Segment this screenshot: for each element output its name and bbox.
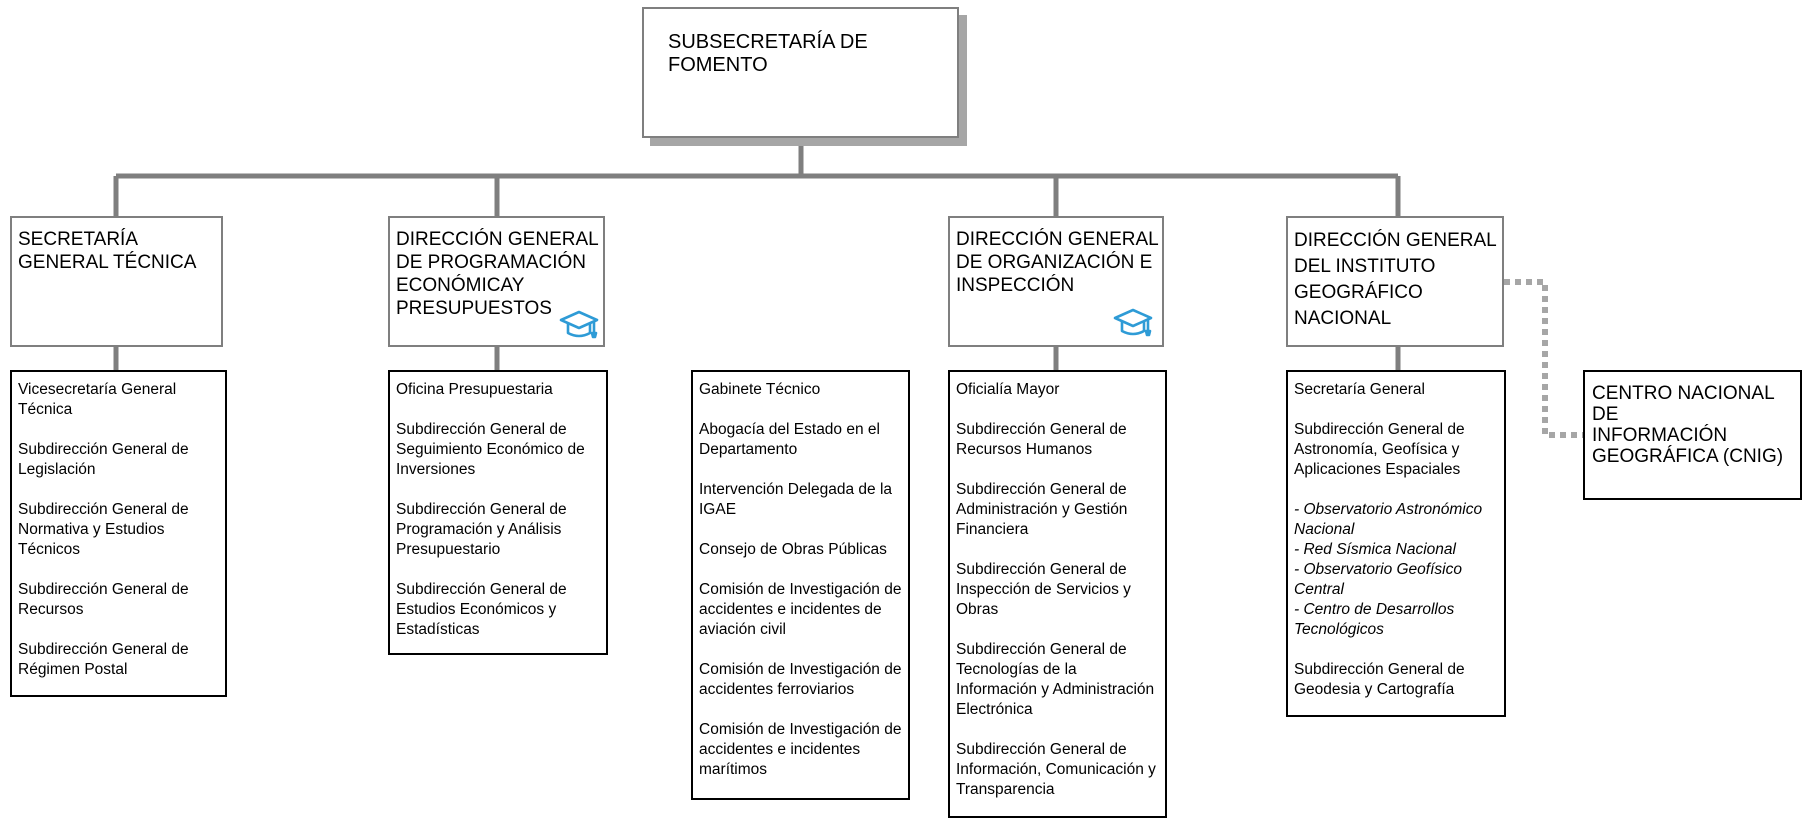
cnig-box: CENTRO NACIONAL DE INFORMACIÓN GEOGRÁFIC… [1583,370,1802,500]
directorate-title: DIRECCIÓN GENERAL DE PROGRAMACIÓN ECONÓM… [396,229,599,319]
sub-list-item: - Observatorio Astronómico Nacional [1294,501,1483,538]
units-list-ign: Secretaría General Subdirección General … [1286,370,1506,717]
units-list-programacion: Oficina Presupuestaria Subdirección Gene… [388,370,608,655]
list-item: Oficialía Mayor [956,381,1060,398]
list-item: Gabinete Técnico [699,381,821,398]
list-item: Oficina Presupuestaria [396,381,553,398]
list-item: Comisión de Investigación de accidentes … [699,661,902,698]
cabinet-units-list: Gabinete Técnico Abogacía del Estado en … [691,370,910,800]
sub-list-item: - Observatorio Geofísico Central [1294,561,1462,598]
list-item: Subdirección General de Seguimiento Econ… [396,421,585,478]
sub-list-item: - Red Sísmica Nacional [1294,541,1456,558]
sub-units-list: - Observatorio Astronómico Nacional - Re… [1294,500,1498,640]
graduation-cap-icon [559,310,599,339]
directorate-box-organizacion: DIRECCIÓN GENERAL DE ORGANIZACIÓN E INSP… [948,216,1164,347]
list-item: Subdirección General de Tecnologías de l… [956,641,1155,718]
list-item: Subdirección General de Astronomía, Geof… [1294,421,1465,478]
list-item: Subdirección General de Régimen Postal [18,641,189,678]
list-item: Subdirección General de Estudios Económi… [396,581,567,638]
directorate-box-sgt: SECRETARÍA GENERAL TÉCNICA [10,216,223,347]
directorate-box-programacion: DIRECCIÓN GENERAL DE PROGRAMACIÓN ECONÓM… [388,216,605,347]
list-item: Subdirección General de Recursos [18,581,189,618]
list-item: Comisión de Investigación de accidentes … [699,581,902,638]
list-item: Intervención Delegada de la IGAE [699,481,893,518]
list-item: Abogacía del Estado en el Departamento [699,421,880,458]
units-list-sgt: Vicesecretaría General Técnica Subdirecc… [10,370,227,697]
list-item: Subdirección General de Legislación [18,441,189,478]
list-item: Subdirección General de Administración y… [956,481,1128,538]
list-item: Subdirección General de Programación y A… [396,501,567,558]
list-item: Comisión de Investigación de accidentes … [699,721,902,778]
directorate-title: DIRECCIÓN GENERAL DEL INSTITUTO GEOGRÁFI… [1294,230,1497,329]
list-item: Vicesecretaría General Técnica [18,381,177,418]
graduation-cap-icon [1113,308,1153,337]
list-item: Subdirección General de Geodesia y Carto… [1294,661,1465,698]
list-item: Subdirección General de Información, Com… [956,741,1156,798]
list-item: Subdirección General de Inspección de Se… [956,561,1131,618]
list-item: Subdirección General de Normativa y Estu… [18,501,189,558]
subsecretaria-box: SUBSECRETARÍA DE FOMENTO [642,7,959,138]
sub-list-item: - Centro de Desarrollos Tecnológicos [1294,601,1455,638]
units-list-organizacion: Oficialía Mayor Subdirección General de … [948,370,1167,818]
cnig-title: CENTRO NACIONAL DE INFORMACIÓN GEOGRÁFIC… [1592,383,1784,467]
directorate-title: DIRECCIÓN GENERAL DE ORGANIZACIÓN E INSP… [956,229,1159,296]
directorate-title: SECRETARÍA GENERAL TÉCNICA [18,229,197,273]
list-item: Secretaría General [1294,381,1425,398]
list-item: Subdirección General de Recursos Humanos [956,421,1127,458]
directorate-box-ign: DIRECCIÓN GENERAL DEL INSTITUTO GEOGRÁFI… [1286,216,1504,347]
subsecretaria-title: SUBSECRETARÍA DE FOMENTO [668,31,868,76]
list-item: Consejo de Obras Públicas [699,541,887,558]
